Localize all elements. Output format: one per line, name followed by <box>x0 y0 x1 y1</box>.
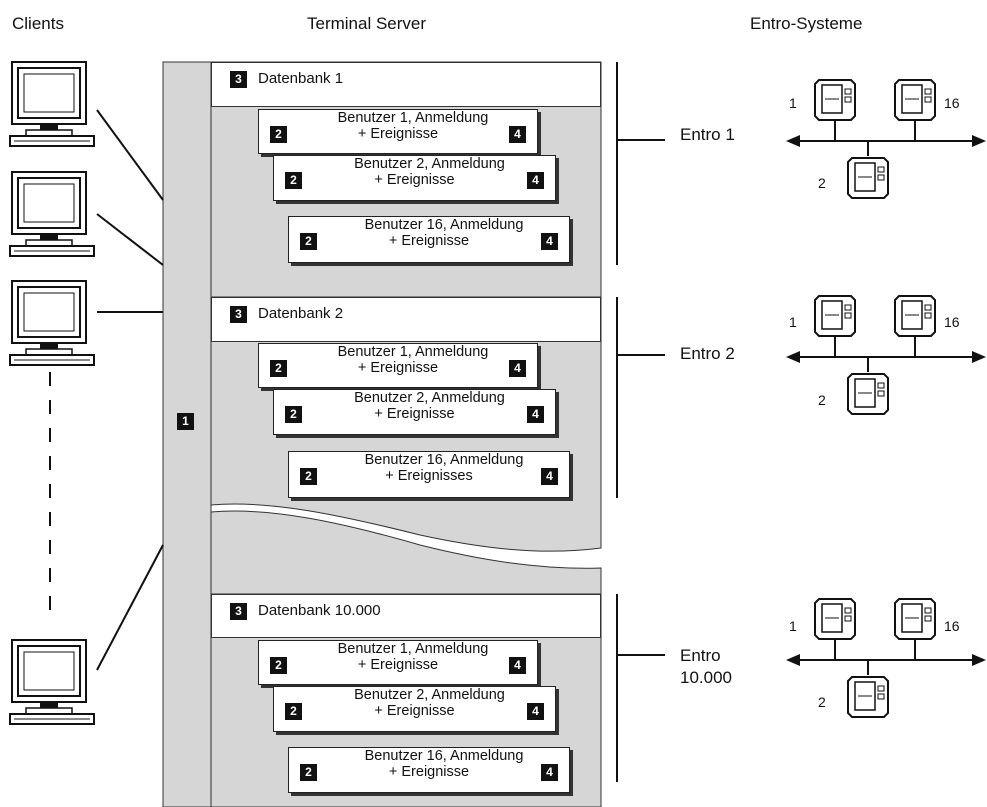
device-number: 2 <box>818 392 826 408</box>
device-number: 16 <box>944 95 960 111</box>
user-box: Benutzer 1, Anmeldung + Ereignisse 2 4 <box>258 343 538 388</box>
clients-header: Clients <box>12 14 64 33</box>
database-badge: 3 <box>230 603 247 620</box>
user-badge-right: 4 <box>527 406 544 423</box>
user-badge-left: 2 <box>270 126 287 143</box>
user-badge-right: 4 <box>509 657 526 674</box>
user-login-text: Benutzer 1, Anmeldung <box>337 344 489 360</box>
user-login-text: Benutzer 1, Anmeldung <box>337 641 489 657</box>
user-box: Benutzer 2, Anmeldung + Ereignisse 2 4 <box>273 389 556 435</box>
user-login-text: Benutzer 16, Anmeldung <box>364 217 524 233</box>
user-badge-left: 2 <box>285 406 302 423</box>
user-badge-right: 4 <box>541 233 558 250</box>
user-box: Benutzer 16, Anmeldung + Ereignisse 2 4 <box>288 747 570 793</box>
user-badge-left: 2 <box>300 764 317 781</box>
user-events-text: + Ereignisse <box>388 233 470 249</box>
user-box: Benutzer 1, Anmeldung + Ereignisse 2 4 <box>258 109 538 154</box>
entro-label-1: Entro 1 <box>680 125 735 144</box>
terminal-server-column <box>162 61 212 807</box>
entro-systeme-header: Entro-Systeme <box>750 14 863 33</box>
entro-label-3-line2: 10.000 <box>680 668 732 687</box>
user-box: Benutzer 16, Anmeldung + Ereignisse 2 4 <box>288 216 570 263</box>
user-badge-left: 2 <box>285 172 302 189</box>
user-badge-left: 2 <box>300 233 317 250</box>
server-badge: 1 <box>177 413 194 430</box>
database-badge: 3 <box>230 306 247 323</box>
device-number: 16 <box>944 314 960 330</box>
user-badge-right: 4 <box>527 703 544 720</box>
terminal-server-header: Terminal Server <box>307 14 427 33</box>
entro-system-3 <box>786 598 986 718</box>
user-events-text: + Ereignisse <box>357 126 439 142</box>
device-number: 2 <box>818 694 826 710</box>
user-box: Benutzer 2, Anmeldung + Ereignisse 2 4 <box>273 686 556 732</box>
user-login-text: Benutzer 2, Anmeldung <box>354 156 505 172</box>
user-badge-right: 4 <box>509 360 526 377</box>
user-badge-left: 2 <box>270 360 287 377</box>
user-box: Benutzer 16, Anmeldung + Ereignisses 2 4 <box>288 451 570 498</box>
user-login-text: Benutzer 2, Anmeldung <box>354 390 505 406</box>
server-gap-panel <box>210 510 602 595</box>
database-badge: 3 <box>230 71 247 88</box>
user-events-text: + Ereignisse <box>357 657 439 673</box>
user-login-text: Benutzer 16, Anmeldung <box>364 748 524 764</box>
database-label: Datenbank 2 <box>258 305 344 322</box>
user-events-text: + Ereignisse <box>374 703 455 719</box>
entro-system-2 <box>786 295 986 415</box>
device-number: 1 <box>789 95 797 111</box>
user-events-text: + Ereignisse <box>388 764 470 780</box>
user-events-text: + Ereignisse <box>374 406 455 422</box>
user-login-text: Benutzer 16, Anmeldung <box>364 452 524 468</box>
user-badge-right: 4 <box>527 172 544 189</box>
entro-system-1 <box>786 79 986 199</box>
database-label: Datenbank 10.000 <box>258 602 381 619</box>
user-badge-right: 4 <box>541 468 558 485</box>
user-badge-right: 4 <box>541 764 558 781</box>
database-label: Datenbank 1 <box>258 70 344 87</box>
user-events-text: + Ereignisses <box>385 468 473 484</box>
database-header-1: 3 Datenbank 1 <box>211 62 601 107</box>
database-header-3: 3 Datenbank 10.000 <box>211 594 601 638</box>
device-number: 16 <box>944 618 960 634</box>
user-box: Benutzer 1, Anmeldung + Ereignisse 2 4 <box>258 640 538 685</box>
device-number: 1 <box>789 314 797 330</box>
device-number: 2 <box>818 175 826 191</box>
user-badge-left: 2 <box>270 657 287 674</box>
user-events-text: + Ereignisse <box>374 172 455 188</box>
user-box: Benutzer 2, Anmeldung + Ereignisse 2 4 <box>273 155 556 201</box>
entro-label-3-line1: Entro <box>680 646 721 665</box>
user-login-text: Benutzer 2, Anmeldung <box>354 687 505 703</box>
database-header-2: 3 Datenbank 2 <box>211 297 601 342</box>
user-badge-right: 4 <box>509 126 526 143</box>
entro-label-2: Entro 2 <box>680 344 735 363</box>
device-number: 1 <box>789 618 797 634</box>
user-login-text: Benutzer 1, Anmeldung <box>337 110 489 126</box>
user-badge-left: 2 <box>285 703 302 720</box>
user-badge-left: 2 <box>300 468 317 485</box>
user-events-text: + Ereignisse <box>357 360 439 376</box>
